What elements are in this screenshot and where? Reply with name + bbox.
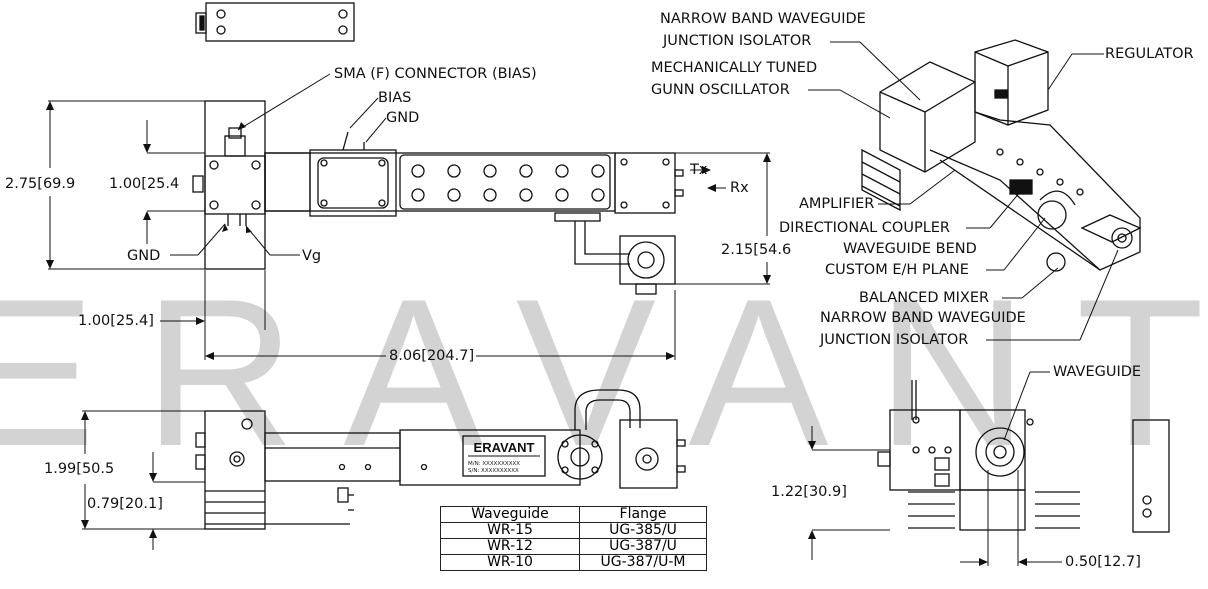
isometric-view — [861, 39, 1142, 272]
label-plate-brand: ERAVANT — [474, 440, 535, 455]
side-dimensions — [82, 410, 205, 550]
callout-narrow-band-2-line1: NARROW BAND WAVEGUIDE — [820, 310, 1026, 326]
callout-regulator: REGULATOR — [1105, 46, 1194, 62]
side-view — [195, 389, 686, 530]
arrowheads — [46, 101, 1027, 566]
table-row: WR-12 UG-387/U — [440, 538, 707, 555]
top-connector-view — [195, 2, 355, 42]
callout-tx: Tx — [690, 162, 708, 178]
isometric-leaders — [808, 41, 1119, 341]
end-view — [877, 380, 1170, 533]
callout-narrow-band-1-line2: JUNCTION ISOLATOR — [663, 33, 812, 49]
callout-bias: BIAS — [378, 90, 412, 106]
table-cell: UG-385/U — [579, 522, 707, 539]
table-cell: WR-15 — [440, 522, 580, 539]
dim-right-height: 2.15[54.6 — [721, 242, 792, 258]
table-cell: UG-387/U-M — [579, 554, 707, 571]
callout-waveguide-bend-line2: CUSTOM E/H PLANE — [825, 262, 969, 278]
callout-gnd-top: GND — [386, 110, 420, 126]
callout-balanced-mixer: BALANCED MIXER — [859, 290, 990, 306]
label-plate: ERAVANT M/N: XXXXXXXXXX S/N: XXXXXXXXXX — [468, 440, 540, 474]
dim-overall-length: 8.06[204.7] — [389, 348, 475, 364]
callout-narrow-band-1-line1: NARROW BAND WAVEGUIDE — [660, 11, 866, 27]
callout-amplifier: AMPLIFIER — [799, 196, 875, 212]
end-dimensions — [811, 371, 1062, 566]
table-header-waveguide: Waveguide — [440, 506, 580, 523]
table-row: WR-15 UG-385/U — [440, 522, 707, 539]
callout-rx: Rx — [730, 180, 749, 196]
table-row: WR-10 UG-387/U-M — [440, 554, 707, 571]
callout-gunn-line1: MECHANICALLY TUNED — [651, 60, 818, 76]
label-plate-mn: M/N: XXXXXXXXXX — [468, 461, 520, 467]
callout-sma-connector: SMA (F) CONNECTOR (BIAS) — [334, 66, 537, 82]
top-dimensions — [48, 100, 770, 360]
dim-gunn-height: 1.00[25.4 — [109, 176, 180, 192]
dim-overall-height: 2.75[69.9 — [5, 176, 76, 192]
label-plate-sn: S/N: XXXXXXXXXX — [468, 468, 519, 474]
callout-waveguide-bend-line1: WAVEGUIDE BEND — [843, 241, 977, 257]
table-header-row: Waveguide Flange — [440, 506, 707, 523]
dim-end-offset: 0.50[12.7] — [1065, 554, 1141, 570]
callout-narrow-band-2-line2: JUNCTION ISOLATOR — [820, 332, 969, 348]
top-view — [192, 100, 684, 295]
dim-end-height: 1.22[30.9] — [771, 484, 847, 500]
table-cell: UG-387/U — [579, 538, 707, 555]
dim-side-offset: 0.79[20.1] — [87, 496, 163, 512]
table-cell: WR-12 — [440, 538, 580, 555]
table-cell: WR-10 — [440, 554, 580, 571]
callout-directional-coupler: DIRECTIONAL COUPLER — [779, 220, 951, 236]
callout-gunn-line2: GUNN OSCILLATOR — [651, 82, 790, 98]
dim-side-height: 1.99[50.5 — [44, 461, 115, 477]
callout-waveguide: WAVEGUIDE — [1053, 364, 1142, 380]
callout-gnd-left: GND — [127, 248, 161, 264]
flange-table: Waveguide Flange WR-15 UG-385/U WR-12 UG… — [440, 506, 707, 571]
dim-flange-width: 1.00[25.4] — [78, 313, 154, 329]
callout-vg: Vg — [302, 248, 322, 264]
table-header-flange: Flange — [579, 506, 707, 523]
